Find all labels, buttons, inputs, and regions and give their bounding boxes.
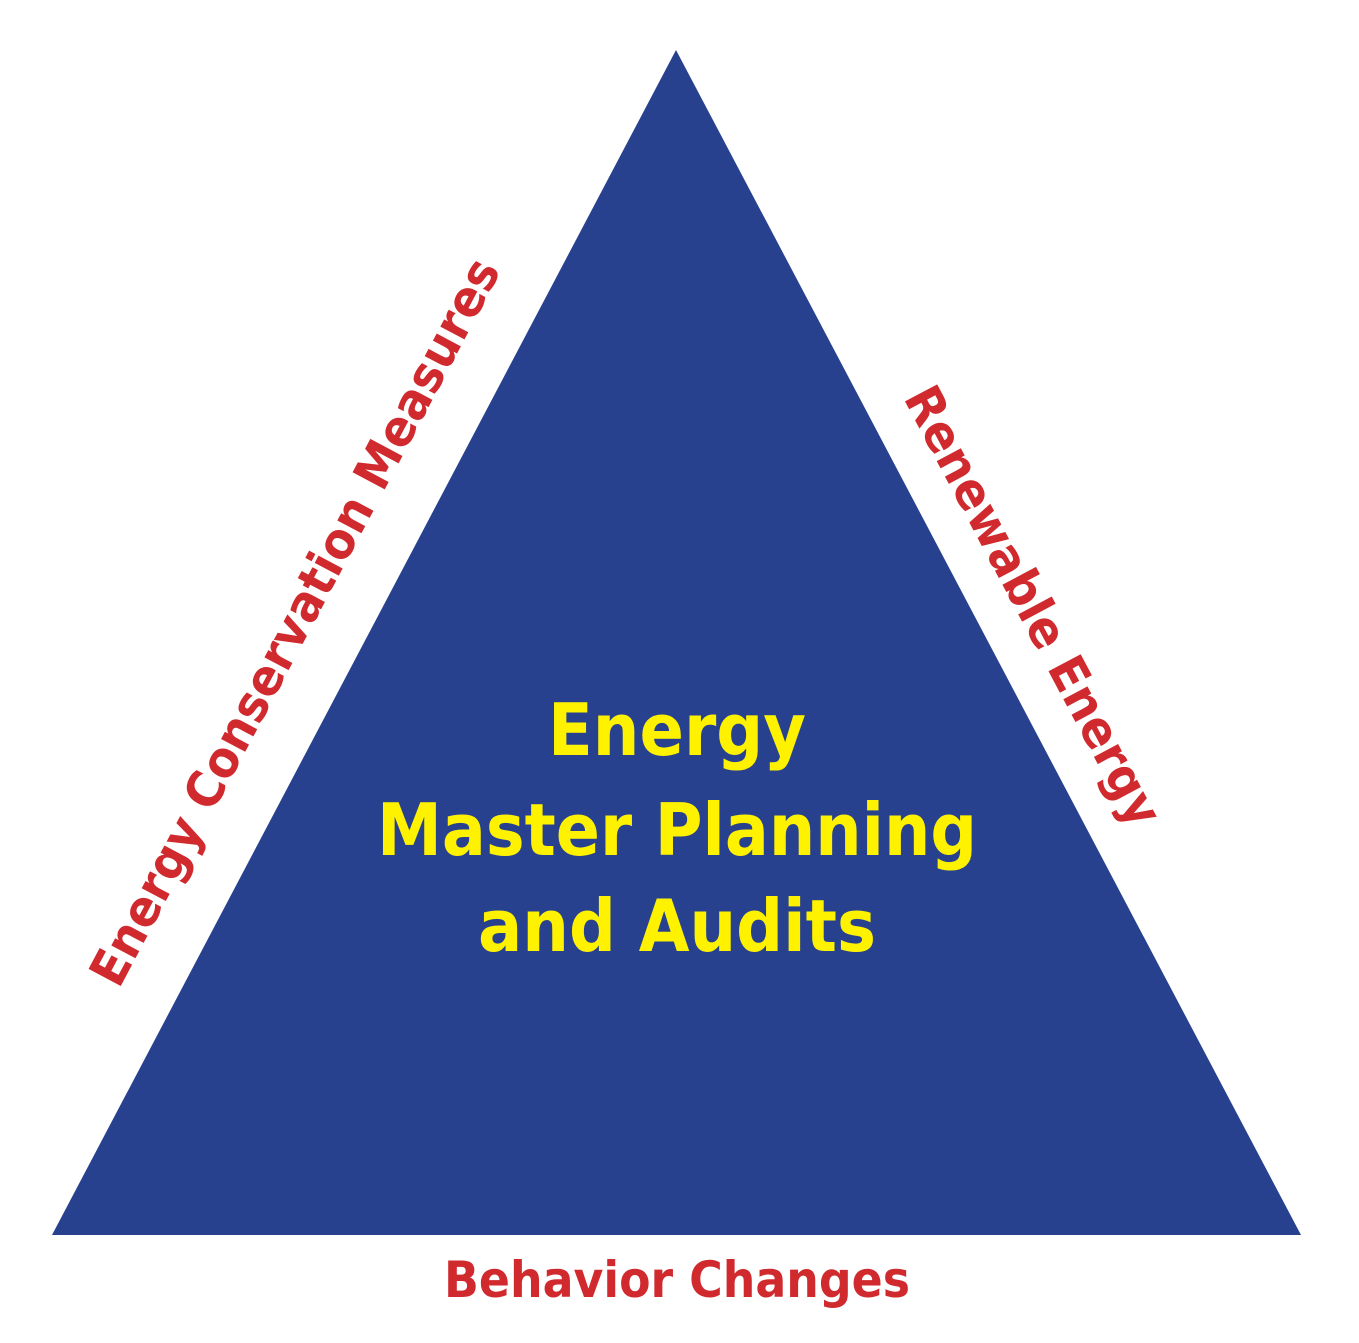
triangle-shape [52, 50, 1301, 1235]
center-title-line-2: Master Planning [377, 788, 977, 872]
bottom-side-label: Behavior Changes [444, 1251, 910, 1309]
center-title-line-1: Energy [548, 688, 806, 772]
center-title-line-3: and Audits [478, 884, 876, 968]
